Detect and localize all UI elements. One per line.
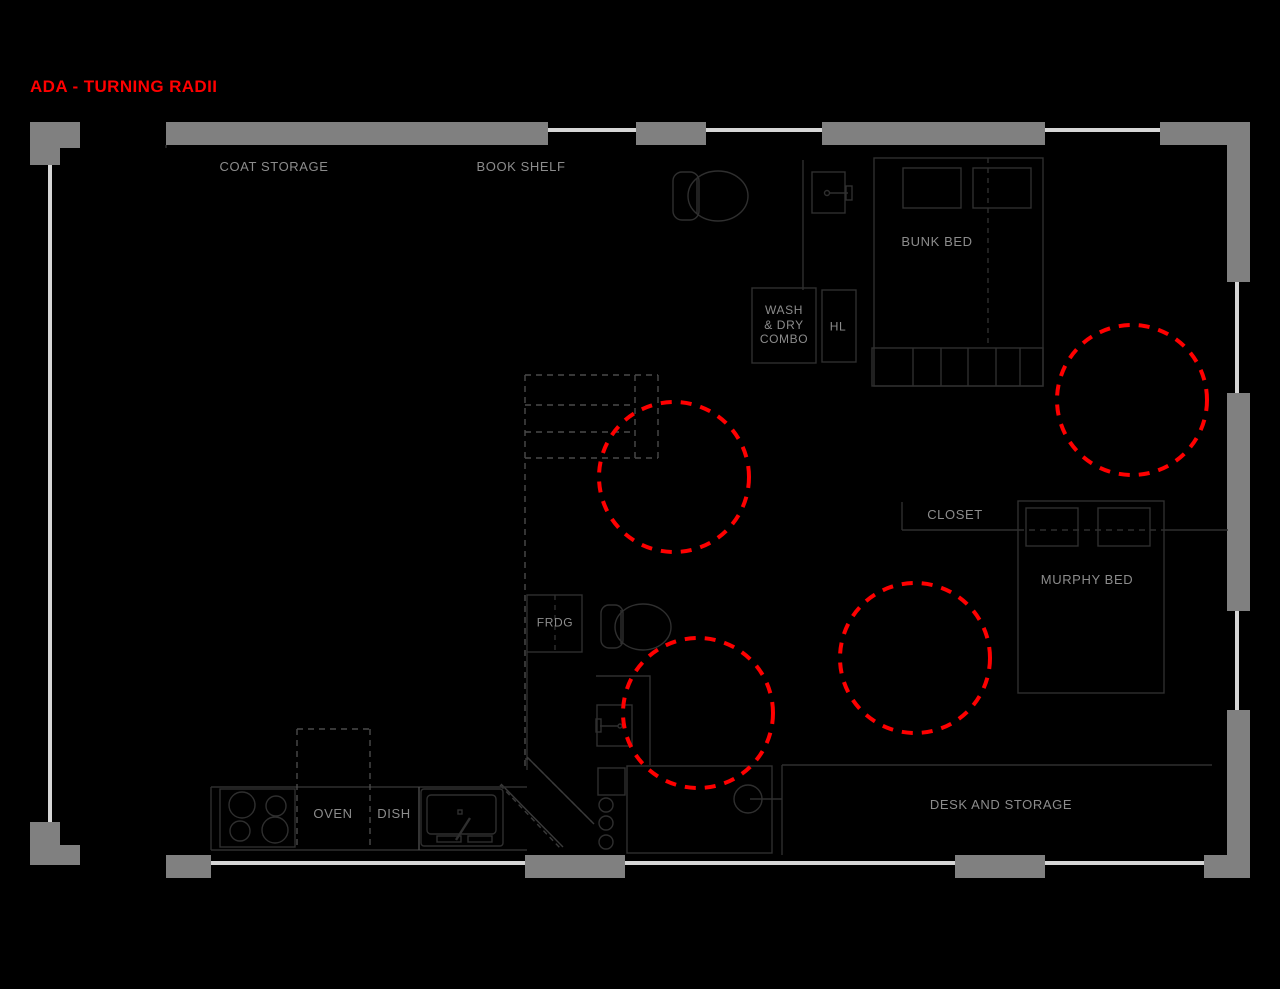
wall-pier-top-3 [822,122,1045,145]
fixtures-layer [165,145,1228,855]
toilet-upper [672,170,749,222]
turning-circle-kitchen [597,400,751,554]
shower-assembly [597,765,782,854]
lavatory-lower [595,675,651,765]
desk-and-storage-assembly [781,764,1212,855]
label-coat-storage: COAT STORAGE [219,159,329,175]
murphy-bed-assembly [1017,500,1228,694]
window-bottom-3 [1045,861,1204,865]
burner-4 [261,816,289,844]
range-hood-dashed [296,728,371,850]
cooktop [219,788,296,848]
turning-circle-murphy [838,581,992,735]
door-swing-solid-lines [500,757,595,848]
label-oven: OVEN [313,806,353,822]
turning-circle-bunk [1055,323,1209,477]
label-desk-and-storage: DESK AND STORAGE [929,797,1073,813]
wall-corner-bottom-left [30,822,80,865]
shower-control-panel [597,767,626,796]
window-right-1 [1235,282,1239,393]
label-fridge: FRDG [536,615,574,630]
wall-pier-bottom-2 [525,855,625,878]
wall-corner-top-left [30,122,80,165]
shower-knob-2 [598,815,614,831]
burner-3 [229,820,251,842]
fridge-assembly [526,594,583,653]
shower-knob-3 [598,834,614,850]
bunk-bed-assembly [871,157,1044,387]
kitchen-counter-assembly [210,728,527,851]
wall-pier-bottom-3 [955,855,1045,878]
label-wash-dry-combo: WASH & DRY COMBO [760,303,808,347]
window-bottom-2 [625,861,955,865]
bunk-pillow-left [902,167,962,209]
window-top-1 [548,128,636,132]
label-dish: DISH [377,806,411,822]
murphy-pillow-left [1025,507,1079,547]
wall-pier-bottom-4 [1204,855,1250,878]
bunk-steps [871,347,1044,387]
label-bunk-bed: BUNK BED [901,234,973,250]
window-top-3 [1045,128,1160,132]
label-hl-closet: HL [829,319,847,334]
shower-knob-1 [598,797,614,813]
label-murphy-bed: MURPHY BED [1040,572,1134,588]
burner-1 [228,791,256,819]
wash-dry-combo-box [751,287,817,364]
wall-pier-bottom-1 [166,855,211,878]
upper-cabinet-dashed-lines [524,374,659,770]
toilet-lower [600,603,672,651]
wall-pier-top-1 [166,122,548,145]
wall-pier-right-2 [1227,393,1250,611]
turning-circle-bath [621,636,775,790]
wall-assembly [30,122,1250,878]
closet-assembly [901,502,1018,531]
window-bottom-1 [211,861,525,865]
wash-dry-line-2: & DRY [764,317,804,332]
lavatory-upper [811,171,853,214]
wash-dry-line-1: WASH [765,303,803,318]
window-top-2 [706,128,822,132]
ada-turning-radii-layer [597,323,1209,790]
door-swing-dashed-lines [499,756,593,849]
wall-pier-top-2 [636,122,706,145]
label-book-shelf: BOOK SHELF [476,159,566,175]
hl-closet-box [821,289,857,363]
wall-pier-right-3 [1227,710,1250,865]
window-right-2 [1235,611,1239,710]
bunk-pillow-right [972,167,1032,209]
window-left-glazing [48,165,52,822]
murphy-pillow-right [1097,507,1151,547]
wall-corner-top-right [1227,145,1250,148]
page-title: ADA - TURNING RADII [30,77,218,96]
sink-assembly [420,788,504,847]
label-closet: CLOSET [927,507,983,523]
burner-2 [265,795,287,817]
wash-dry-line-3: COMBO [759,332,809,347]
wall-pier-right-1 [1227,122,1250,282]
